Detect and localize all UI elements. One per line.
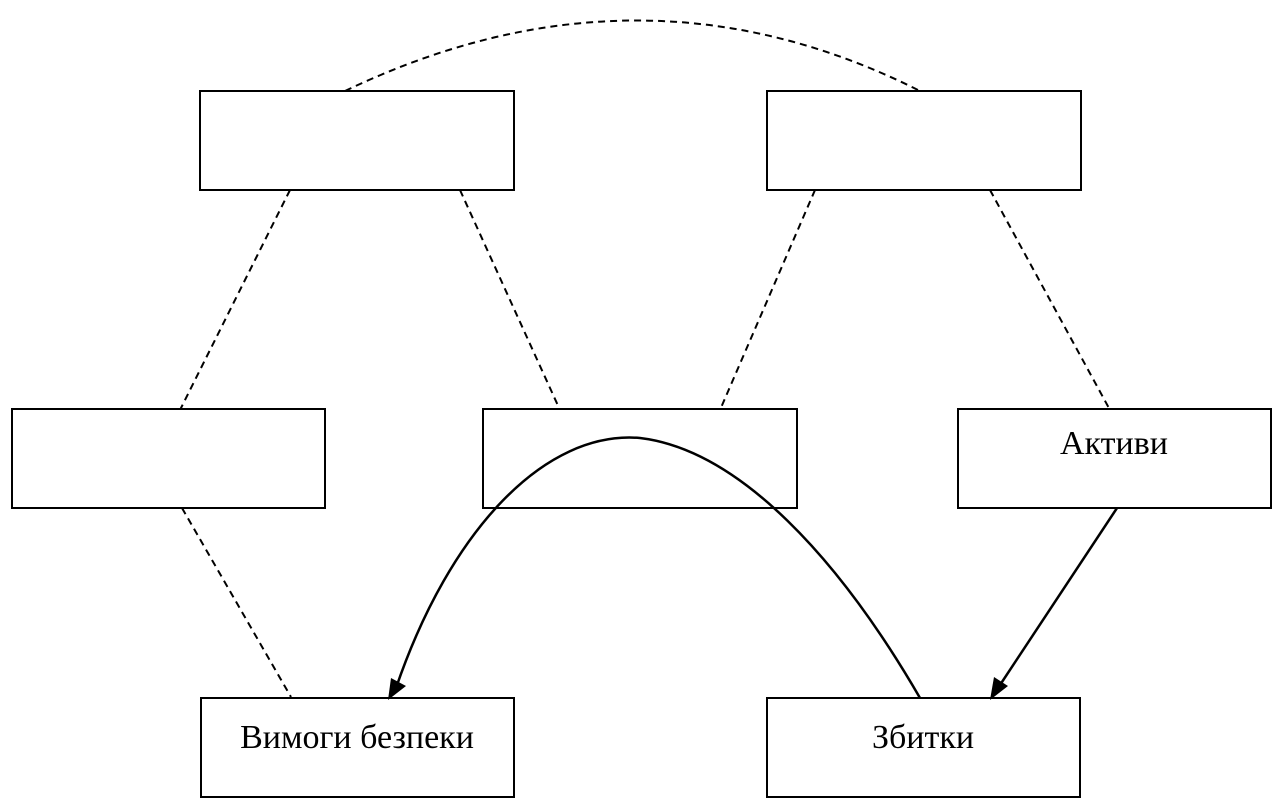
edge-top-left-to-mid-center [459, 189, 561, 411]
edge-top-right-to-mid-right [989, 189, 1111, 411]
edge-mid-left-to-bottom-left [181, 507, 292, 698]
node-bottom-left-label: Вимоги безпеки [240, 719, 474, 756]
edge-bottom-right-to-bottom-left [394, 436, 922, 699]
node-top-right [766, 90, 1082, 191]
edge-top-left-to-mid-left [179, 189, 291, 411]
arrow-head-bottom-left [388, 678, 406, 700]
node-mid-center [482, 408, 798, 509]
node-bottom-right-label: Збитки [872, 719, 974, 756]
node-mid-left [11, 408, 326, 509]
arrow-head-bottom-right [990, 677, 1008, 700]
node-bottom-right [766, 697, 1081, 798]
node-mid-right [957, 408, 1272, 509]
node-mid-right-label: Активи [1060, 425, 1168, 462]
node-bottom-left [200, 697, 515, 798]
edge-mid-right-to-bottom-right [996, 507, 1119, 689]
edge-top-right-to-mid-center [719, 189, 816, 411]
node-top-left [199, 90, 515, 191]
edge-top-left-to-top-right [344, 19, 921, 92]
